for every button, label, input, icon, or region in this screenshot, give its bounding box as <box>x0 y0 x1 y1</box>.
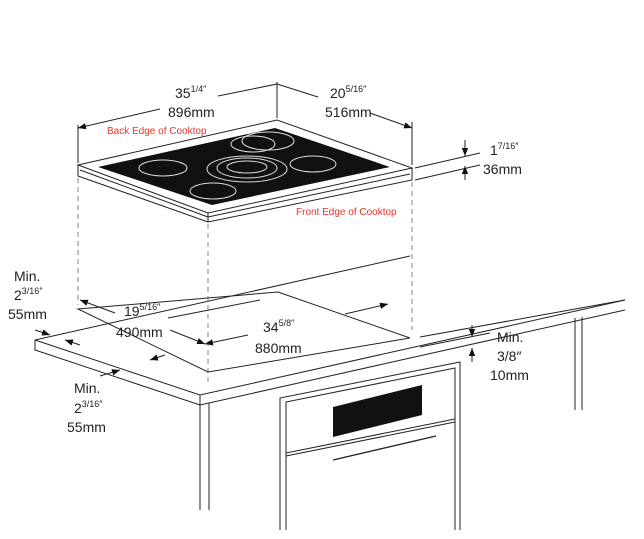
dim-width: 351/4″ 896mm <box>168 84 215 120</box>
cooktop <box>76 119 414 223</box>
dim-cutout-width: 345/8″ 880mm <box>255 318 302 356</box>
svg-text:3/8″: 3/8″ <box>497 348 521 364</box>
svg-text:23/16″: 23/16″ <box>14 286 43 303</box>
svg-text:Min.: Min. <box>14 268 40 284</box>
svg-text:880mm: 880mm <box>255 340 302 356</box>
svg-text:896mm: 896mm <box>168 104 215 120</box>
glass-surface <box>98 128 390 205</box>
svg-text:55mm: 55mm <box>67 419 106 435</box>
front-edge-label: Front Edge of Cooktop <box>296 207 397 218</box>
burners <box>138 131 337 200</box>
svg-text:195/16″: 195/16″ <box>124 302 161 319</box>
dim-min-back: Min. 23/16″ 55mm <box>8 268 47 322</box>
svg-text:351/4″: 351/4″ <box>175 84 207 101</box>
dim-height: 17/16″ 36mm <box>483 141 522 177</box>
svg-text:Min.: Min. <box>74 380 100 396</box>
svg-text:516mm: 516mm <box>325 104 372 120</box>
oven-handle <box>332 435 437 461</box>
countertop <box>34 255 626 406</box>
dim-min-front: Min. 23/16″ 55mm <box>67 380 106 435</box>
svg-text:36mm: 36mm <box>483 161 522 177</box>
svg-text:345/8″: 345/8″ <box>263 318 295 335</box>
dim-depth: 205/16″ 516mm <box>325 84 372 120</box>
svg-text:55mm: 55mm <box>8 306 47 322</box>
svg-text:490mm: 490mm <box>116 324 163 340</box>
svg-text:17/16″: 17/16″ <box>490 141 519 158</box>
dim-cutout-depth: 195/16″ 490mm <box>116 302 163 340</box>
svg-text:23/16″: 23/16″ <box>74 399 103 416</box>
oven-window <box>333 385 422 437</box>
dim-min-above: Min. 3/8″ 10mm <box>490 329 529 383</box>
cabinet <box>199 317 583 530</box>
svg-text:Min.: Min. <box>497 329 523 345</box>
back-edge-label: Back Edge of Cooktop <box>107 126 207 137</box>
svg-text:205/16″: 205/16″ <box>330 84 367 101</box>
svg-text:10mm: 10mm <box>490 367 529 383</box>
